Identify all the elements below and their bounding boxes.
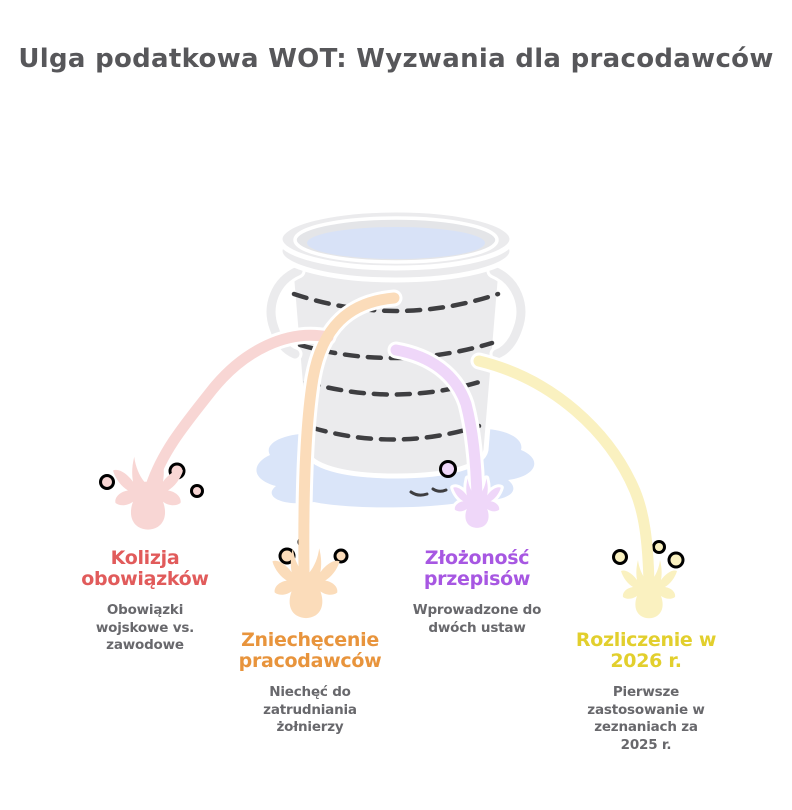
- leak-stream-discouragement: [298, 292, 400, 578]
- droplet: [655, 543, 663, 551]
- leak-description: Pierwsze zastosowanie w zeznaniach za 20…: [587, 684, 705, 753]
- droplet: [281, 550, 293, 562]
- dashed-hoop: [291, 291, 501, 314]
- leak-description: Obowiązki wojskowe vs. zawodowe: [95, 602, 195, 653]
- infographic-title: Ulga podatkowa WOT: Wyzwania dla pracoda…: [18, 44, 774, 74]
- leak-streams: [145, 292, 655, 590]
- leak-label-collision: Kolizja obowiązków Obowiązki wojskowe vs…: [35, 548, 255, 655]
- dashed-hoop: [310, 423, 482, 442]
- leak-stream-complexity: [390, 344, 483, 504]
- leak-description: Wprowadzone do dwóch ustaw: [412, 602, 542, 636]
- leak-heading: Zniechęcenie pracodawców: [238, 629, 382, 672]
- leak-heading: Kolizja obowiązków: [81, 547, 209, 590]
- leak-droplets: [102, 463, 682, 566]
- water-surface: [307, 227, 485, 259]
- bucket-handle-left: [263, 263, 306, 362]
- droplet: [442, 463, 454, 475]
- leak-heading: Rozliczenie w 2026 r.: [575, 629, 717, 672]
- leak-stream-collision: [145, 329, 334, 492]
- leak-stream-settlement: [473, 355, 655, 590]
- puddle-ripples: [409, 487, 448, 497]
- droplet: [193, 487, 201, 495]
- leak-description: Niechęć do zatrudniania żołnierzy: [263, 684, 357, 735]
- droplet: [670, 554, 682, 566]
- leak-label-settlement: Rozliczenie w 2026 r. Pierwsze zastosowa…: [536, 630, 756, 754]
- leak-label-discouragement: Zniechęcenie pracodawców Niechęć do zatr…: [200, 630, 420, 737]
- droplet: [615, 552, 625, 562]
- droplet: [336, 551, 346, 561]
- leak-heading: Złożoność przepisów: [423, 547, 531, 590]
- leak-label-complexity: Złożoność przepisów Wprowadzone do dwóch…: [367, 548, 587, 637]
- droplet: [171, 465, 183, 477]
- droplet: [102, 477, 112, 487]
- bucket-rim: [277, 207, 515, 283]
- droplet: [300, 539, 306, 545]
- bucket-handle-right: [486, 263, 529, 362]
